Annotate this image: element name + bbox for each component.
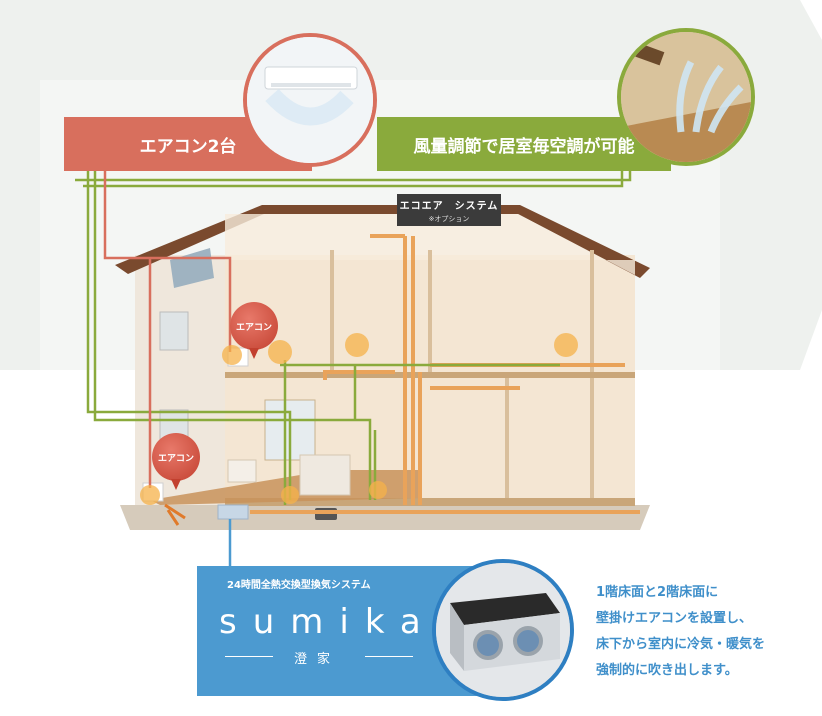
first-floor-slab [225, 498, 635, 506]
ventilation-unit-icon [436, 563, 570, 697]
aircon-bubble-1f: エアコン [152, 433, 200, 490]
sumika-unit-photo [432, 559, 574, 701]
description-line-3: 床下から室内に冷気・暖気を [596, 637, 766, 652]
sumika-kanji: 澄家 [293, 652, 340, 667]
aircon-unit-icon [247, 37, 373, 163]
kanji-divider-left [225, 656, 273, 657]
vent-glows [140, 333, 578, 505]
second-floor-slab [225, 372, 635, 378]
ecoair-system-tag: エコエア システム ※オプション [397, 194, 501, 226]
orange-ducts [250, 234, 640, 514]
description: 1階床面と2階床面に 壁掛けエアコンを設置し、 床下から室内に冷気・暖気を 強制… [596, 580, 816, 684]
foundation [120, 505, 650, 530]
sumika-unit [217, 504, 249, 520]
floor-vent-photo [617, 28, 755, 166]
aircon-bubble-2f: エアコン [230, 302, 278, 359]
sumika-subtitle: 24時間全熱交換型換気システム [227, 580, 371, 591]
green-ducts [75, 171, 632, 505]
floor-vent-icon [621, 32, 751, 162]
aircon-photo [243, 33, 377, 167]
kanji-divider-right [365, 656, 413, 657]
description-line-4: 強制的に吹き出します。 [596, 663, 738, 678]
red-lines [103, 171, 232, 488]
ecoair-name: エコエア システム [399, 201, 499, 212]
description-line-1: 1階床面と2階床面に [596, 585, 719, 600]
sumika-logo: sumika [219, 602, 437, 642]
airflow-control-label: 風量調節で居室毎空調が可能 [377, 117, 671, 171]
description-line-2: 壁掛けエアコンを設置し、 [596, 611, 753, 626]
ecoair-option-note: ※オプション [428, 215, 470, 223]
